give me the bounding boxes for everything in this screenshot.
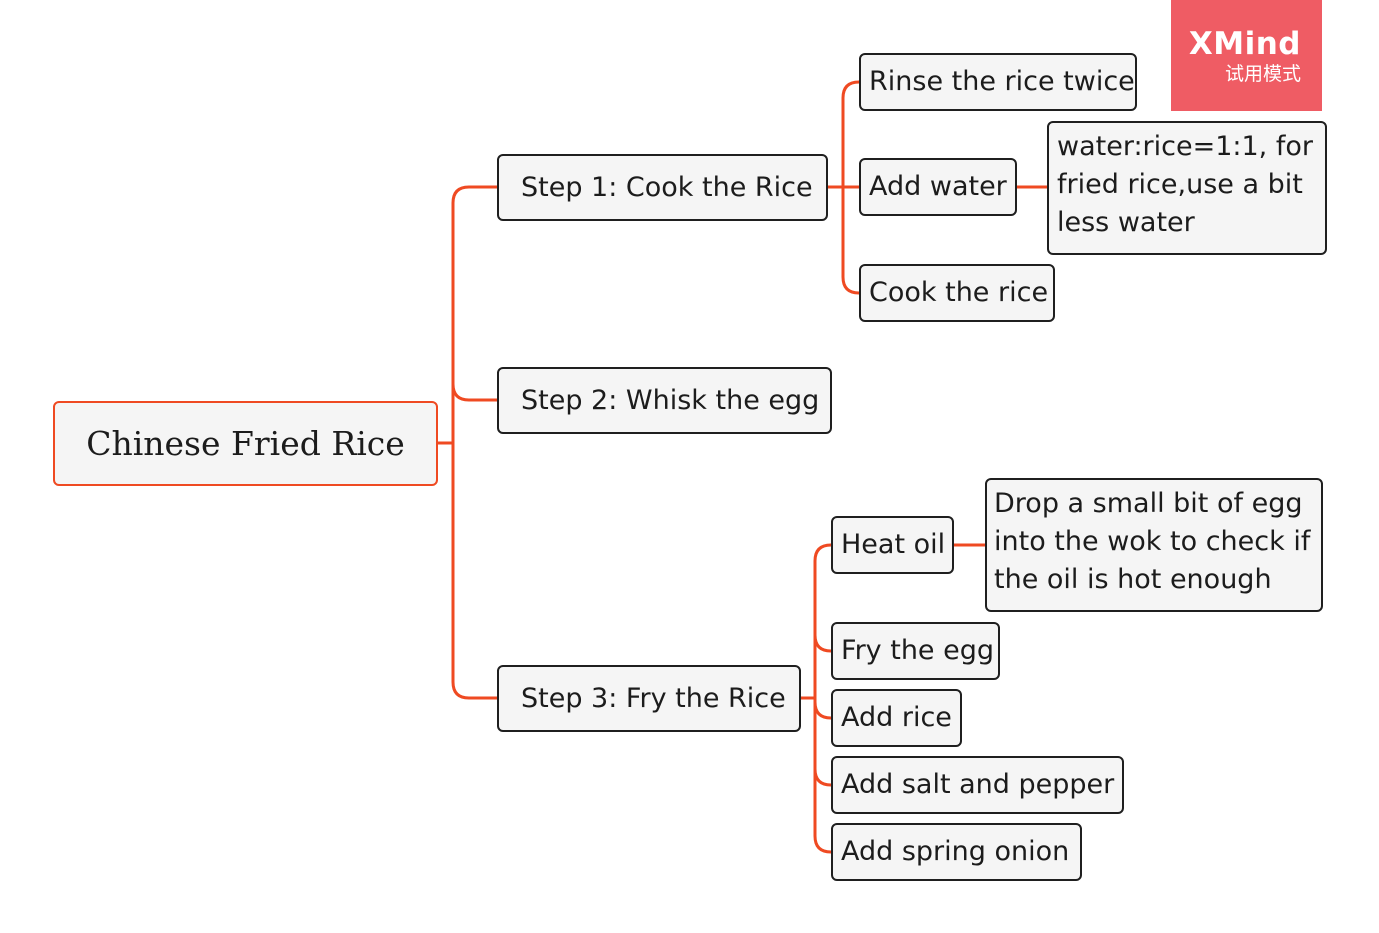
xmind-watermark: XMind 试用模式 <box>1171 0 1322 111</box>
connector-root-link-1 <box>451 382 499 402</box>
connector-step-3-link-1 <box>813 633 833 653</box>
subtopic-add-spring-onion[interactable]: Add spring onion <box>831 823 1082 881</box>
subtopic-add-water[interactable]: Add water <box>859 158 1017 216</box>
subtopic-fry-egg[interactable]: Fry the egg <box>831 622 1000 680</box>
watermark-mode: 试用模式 <box>1224 63 1301 85</box>
connector-step-3-link-3 <box>813 767 833 787</box>
subtopic-rinse-rice[interactable]: Rinse the rice twice <box>859 53 1137 111</box>
root-topic[interactable]: Chinese Fried Rice <box>53 401 438 486</box>
connector-step-1-link-top <box>841 80 861 189</box>
subtopic-add-rice[interactable]: Add rice <box>831 689 962 747</box>
connector-step-3-link-top <box>813 543 833 700</box>
note-water-ratio[interactable]: water:rice=1:1, for fried rice,use a bit… <box>1047 121 1327 255</box>
connector-root-link-bottom <box>451 441 499 700</box>
connector-step-3-link-bottom <box>813 696 833 854</box>
subtopic-cook-rice[interactable]: Cook the rice <box>859 264 1055 322</box>
branch-step-1[interactable]: Step 1: Cook the Rice <box>497 154 828 221</box>
watermark-brand: XMind <box>1188 26 1301 62</box>
branch-step-2[interactable]: Step 2: Whisk the egg <box>497 367 832 434</box>
note-oil-test[interactable]: Drop a small bit of egg into the wok to … <box>985 478 1323 612</box>
connector-step-1-link-bottom <box>841 185 861 295</box>
connector-root-link-top <box>451 185 499 445</box>
subtopic-heat-oil[interactable]: Heat oil <box>831 516 954 574</box>
connector-step-3-link-2 <box>813 700 833 720</box>
subtopic-add-salt-pepper[interactable]: Add salt and pepper <box>831 756 1124 814</box>
branch-step-3[interactable]: Step 3: Fry the Rice <box>497 665 801 732</box>
